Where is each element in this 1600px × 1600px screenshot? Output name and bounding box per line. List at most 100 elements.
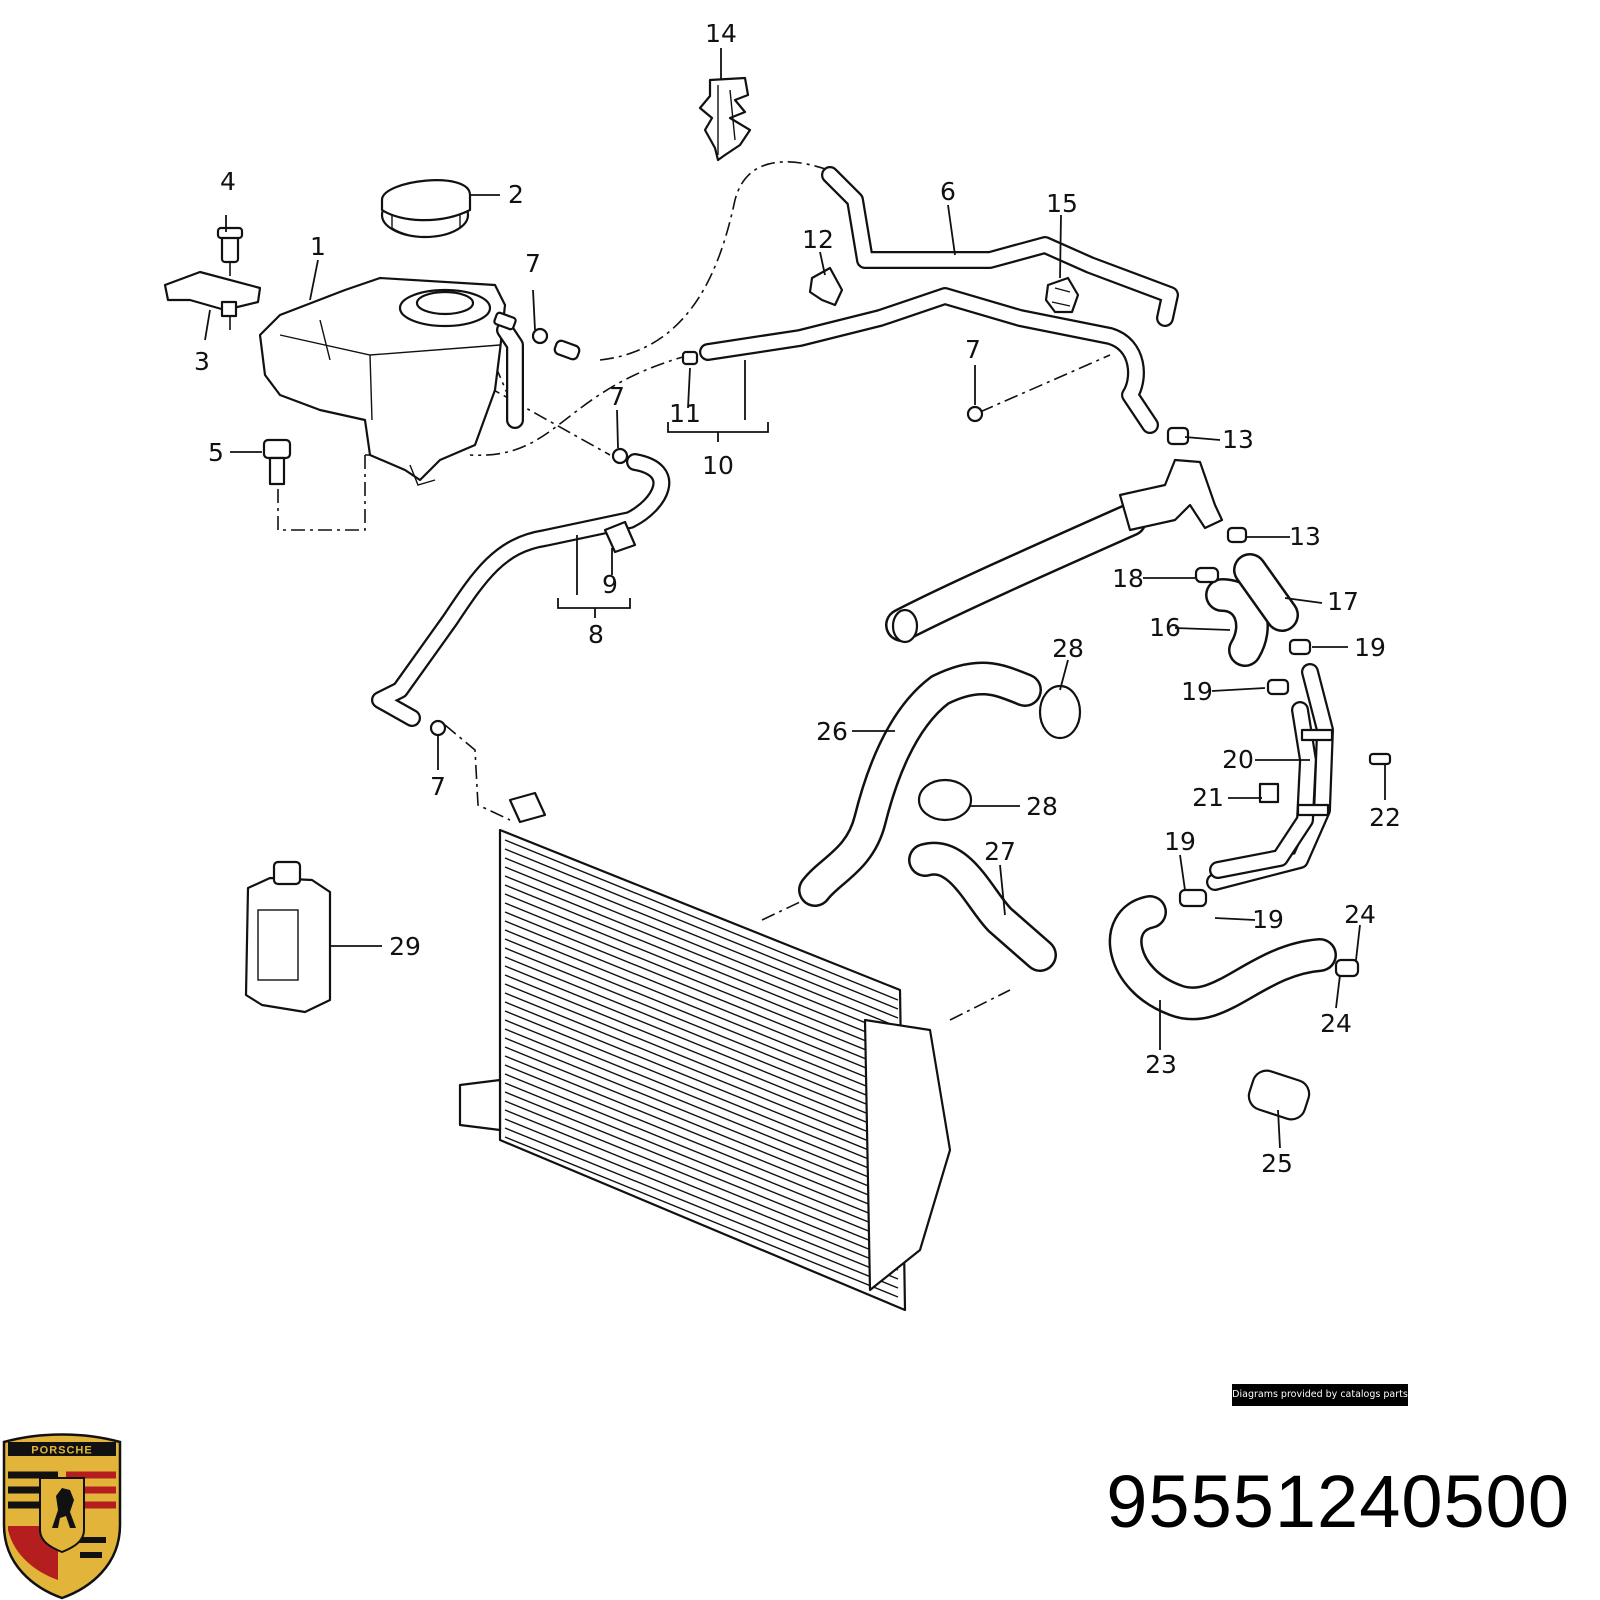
radiator-fin [504,1127,899,1289]
callout-3: 3 [194,347,210,376]
radiator-fin [504,983,899,1145]
radiator-fin [504,1073,899,1235]
radiator-fin [504,1028,899,1190]
radiator-fin [504,875,899,1037]
radiator-fin [504,1055,899,1217]
hose-6 [821,166,1179,327]
filler-cap [380,179,472,239]
callout-19: 19 [1181,677,1213,706]
porsche-crest-logo: PORSCHE [2,1433,122,1600]
hose-10 [699,287,1159,434]
clip-14 [698,76,752,162]
radiator-fin [504,920,899,1082]
radiator-fin [504,1064,899,1226]
callout-12: 12 [802,225,834,254]
callout-27: 27 [984,837,1016,866]
hose-26 [798,661,1082,907]
radiator-fin [504,866,899,1028]
callout-24: 24 [1320,1009,1352,1038]
bracket [163,226,262,318]
credit-banner: Diagrams provided by catalogs parts [1232,1384,1408,1406]
callout-6: 6 [940,177,956,206]
callout-10: 10 [702,451,734,480]
callout-9: 9 [602,570,618,599]
gasket-25 [1247,1069,1311,1121]
part-number: 95551240500 [1106,1460,1570,1543]
radiator-fin [504,1109,899,1271]
callout-28: 28 [1052,634,1084,663]
callout-1: 1 [310,232,326,261]
callout-15: 15 [1046,189,1078,218]
callout-24: 24 [1344,900,1376,929]
assembly-lines [229,161,1111,1021]
radiator-fin [504,965,899,1127]
svg-text:PORSCHE: PORSCHE [31,1445,92,1457]
callout-28: 28 [1026,792,1058,821]
radiator-fin [504,947,899,1109]
radiator-fin [504,857,899,1019]
callout-13: 13 [1222,425,1254,454]
callout-21: 21 [1192,783,1224,812]
callouts: 1 2 3 4 5 6 7 7 7 7 8 9 10 11 12 13 13 1… [194,19,1401,1178]
bolt-5 [262,438,292,486]
leader-lines [204,48,1386,1149]
radiator [458,791,952,1312]
callout-22: 22 [1369,803,1401,832]
coolant-pipe [885,426,1248,644]
callout-5: 5 [208,438,224,467]
callout-13: 13 [1289,522,1321,551]
radiator-fin [504,839,899,1001]
hose-16-17 [1194,553,1312,696]
callout-16: 16 [1149,613,1181,642]
callout-8: 8 [588,620,604,649]
clip-15 [1044,276,1080,314]
radiator-fin [504,1091,899,1253]
callout-25: 25 [1261,1149,1293,1178]
radiator-fin [504,902,899,1064]
hose-27 [908,778,1057,972]
radiator-fin [504,911,899,1073]
radiator-fin [504,848,899,1010]
callout-29: 29 [389,932,421,961]
callout-4: 4 [220,167,236,196]
radiator-fin [504,974,899,1136]
callout-2: 2 [508,180,524,209]
callout-19: 19 [1354,633,1386,662]
radiator-fin [504,938,899,1100]
coolant-bottle [244,860,332,1014]
callout-11: 11 [669,399,701,428]
callout-14: 14 [705,19,737,48]
callout-17: 17 [1327,587,1359,616]
expansion-tank [258,276,524,486]
clamps [429,327,984,737]
radiator-fin [504,1037,899,1199]
radiator-fin [504,893,899,1055]
radiator-fin [504,1100,899,1262]
callout-18: 18 [1112,564,1144,593]
radiator-fin [504,1046,899,1208]
radiator-fin [504,1082,899,1244]
radiator-fin [504,1019,899,1181]
radiator-fin [504,1118,899,1280]
callout-23: 23 [1145,1050,1177,1079]
radiator-fin [504,956,899,1118]
callout-7: 7 [430,772,446,801]
callout-19: 19 [1164,827,1196,856]
callout-19: 19 [1252,905,1284,934]
radiator-fin [504,929,899,1091]
pipe-20 [1206,663,1392,891]
callout-7: 7 [525,249,541,278]
hose-8 [371,453,671,727]
radiator-fin [504,1136,899,1298]
radiator-fin [504,992,899,1154]
callout-26: 26 [816,717,848,746]
radiator-fin [504,1010,899,1172]
clip-12 [808,266,844,307]
callout-7: 7 [609,382,625,411]
callout-20: 20 [1222,745,1254,774]
callout-7: 7 [965,335,981,364]
radiator-fin [504,1001,899,1163]
radiator-fin [504,884,899,1046]
hose-23 [1108,888,1360,1021]
